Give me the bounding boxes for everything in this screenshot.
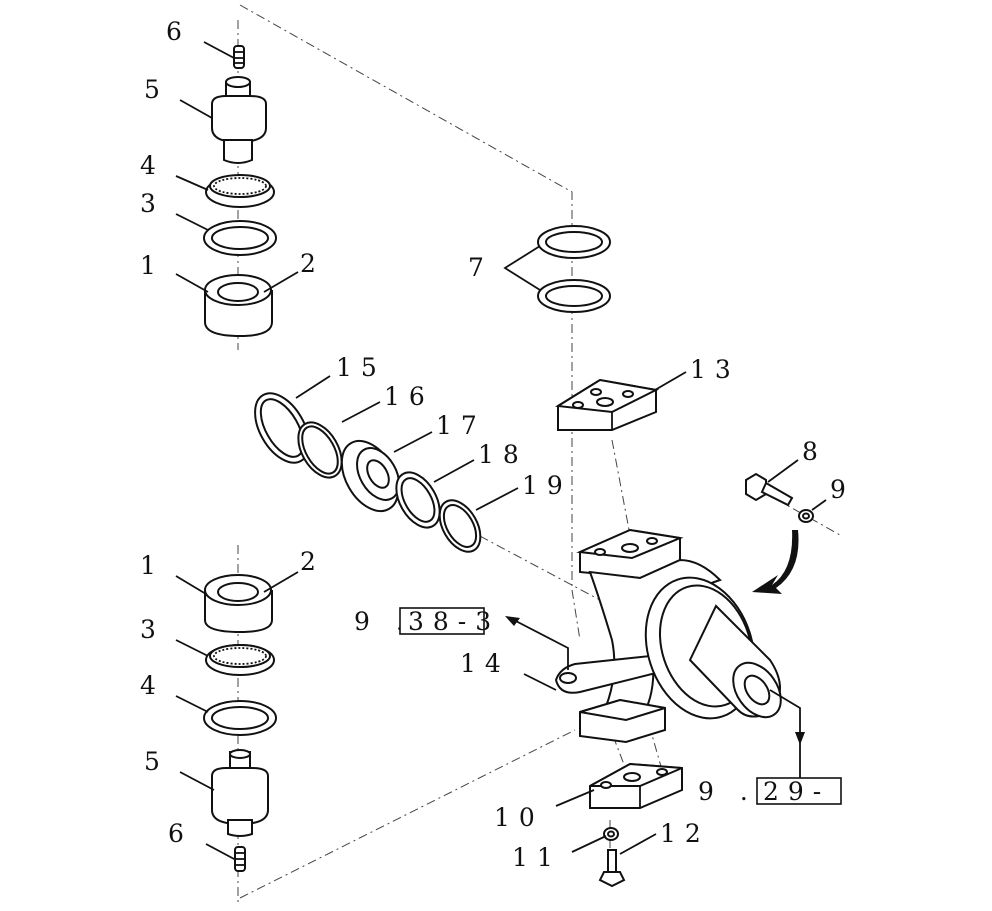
bolt-8 (745, 472, 794, 507)
label-19: 19 (522, 471, 572, 500)
label-3-bottom: 3 (140, 615, 165, 644)
label-2-top: 2 (300, 249, 325, 278)
seal-ring-bottom (203, 700, 277, 736)
bushing-top (204, 274, 273, 338)
reference-a: 9 . 38-3 (354, 607, 500, 636)
hub-bearing-set (254, 392, 482, 553)
grease-nipple-bottom (234, 846, 246, 872)
label-5-bottom: 5 (144, 747, 169, 776)
bolt-12 (598, 849, 626, 888)
label-16: 16 (384, 382, 434, 411)
steering-pad-10 (589, 762, 683, 809)
label-18: 18 (478, 440, 528, 469)
seal-ring-top (203, 220, 277, 256)
assembly-arrow (752, 530, 799, 594)
label-6-top: 6 (166, 17, 191, 46)
label-1-bottom: 1 (140, 551, 165, 580)
label-7: 7 (468, 253, 493, 282)
label-9: 9 (830, 475, 855, 504)
label-10: 10 (494, 803, 544, 832)
ref-b-box-text: 29- (763, 777, 830, 806)
king-pin-bottom (211, 749, 269, 837)
reference-b: 9 . 29- (698, 777, 842, 806)
label-1-top: 1 (140, 251, 165, 280)
ref-a-prefix: 9 . (354, 607, 413, 636)
leader-lines (175, 41, 827, 861)
ref-a-box-text: 38-3 (408, 607, 500, 636)
label-6-bottom: 6 (168, 819, 193, 848)
label-11: 11 (512, 843, 562, 872)
king-pin-top (211, 76, 267, 164)
label-14: 14 (460, 649, 510, 678)
label-3-top: 3 (140, 189, 165, 218)
label-4-bottom: 4 (140, 671, 165, 700)
bottom-pin-stack (203, 574, 277, 872)
bushing-bottom (204, 574, 273, 634)
label-5-top: 5 (144, 75, 169, 104)
washer-9 (798, 509, 814, 523)
label-15: 15 (336, 353, 386, 382)
label-17: 17 (436, 411, 486, 440)
label-4-top: 4 (140, 151, 165, 180)
needle-bearing-top (205, 174, 275, 208)
ref-b-prefix: 9 . (698, 777, 757, 806)
grease-nipple-top (233, 45, 245, 69)
top-pin-stack (203, 45, 277, 338)
steering-knuckle (554, 528, 782, 744)
washer-11 (603, 827, 619, 841)
shim-rings-7 (537, 225, 611, 313)
label-12: 12 (660, 819, 710, 848)
label-13: 13 (690, 355, 740, 384)
steering-pad-13 (555, 378, 660, 431)
label-2-bottom: 2 (300, 547, 325, 576)
needle-bearing-bottom (205, 644, 275, 676)
part-labels: 6 5 4 3 1 2 7 13 15 16 17 18 19 8 9 1 2 … (140, 17, 855, 872)
label-8: 8 (802, 437, 827, 466)
